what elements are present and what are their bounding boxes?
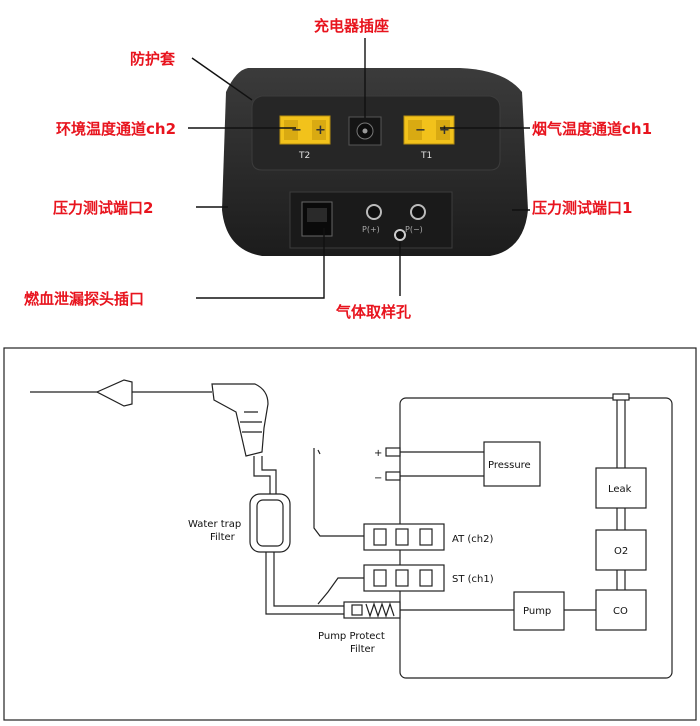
co-sensor-box — [595, 589, 647, 631]
p-minus-label: P(−) — [405, 225, 423, 234]
label-gas-sample-hole: 气体取样孔 — [336, 303, 412, 321]
leak-sensor-box — [595, 467, 647, 509]
label-pressure-port-1: 压力测试端口1 — [532, 199, 633, 217]
pressure-label: Pressure — [488, 460, 531, 471]
gas-sample-hole — [394, 229, 406, 241]
label-pressure-port-2: 压力测试端口2 — [53, 199, 154, 217]
label-flue-temp-ch1: 烟气温度通道ch1 — [532, 120, 653, 138]
water-trap-filter-label: Filter — [210, 532, 236, 543]
device-photo: − + − + T2 T1 P(+) P(−) — [188, 38, 530, 299]
label-charger-socket: 充电器插座 — [314, 17, 390, 35]
pressure-port-1 — [410, 204, 426, 220]
pump-label: Pump — [523, 606, 551, 617]
label-leak-probe-port: 燃血泄漏探头插口 — [24, 290, 145, 308]
water-trap-label: Water trap — [188, 519, 241, 530]
t1-label: T1 — [420, 151, 432, 161]
plus-sign-label: + — [374, 448, 382, 459]
minus-sign-label: − — [374, 473, 382, 484]
pump-protect-label: Pump Protect — [318, 631, 385, 642]
o2-label: O2 — [614, 546, 628, 557]
at-connector — [363, 523, 445, 551]
label-ambient-temp-ch2: 环境温度通道ch2 — [56, 120, 177, 138]
schematic-frame — [3, 347, 697, 721]
t1-minus-mark: − — [415, 123, 426, 138]
co-label: CO — [613, 606, 628, 617]
leak-label: Leak — [608, 484, 632, 495]
t2-minus-mark: − — [291, 123, 302, 138]
pressure-sensor-box — [483, 441, 541, 487]
t2-label: T2 — [298, 151, 310, 161]
t1-plus-mark: + — [439, 123, 450, 138]
pressure-port-2 — [366, 204, 382, 220]
pump-protect-filter-label: Filter — [350, 644, 376, 655]
p-plus-label: P(+) — [362, 225, 380, 234]
t2-plus-mark: + — [315, 123, 326, 138]
pump-box — [513, 591, 565, 631]
at-ch2-label: AT (ch2) — [452, 534, 493, 545]
water-trap-filter — [249, 493, 291, 553]
label-protective-cover: 防护套 — [130, 50, 176, 68]
st-ch1-label: ST (ch1) — [452, 574, 494, 585]
o2-sensor-box — [595, 529, 647, 571]
